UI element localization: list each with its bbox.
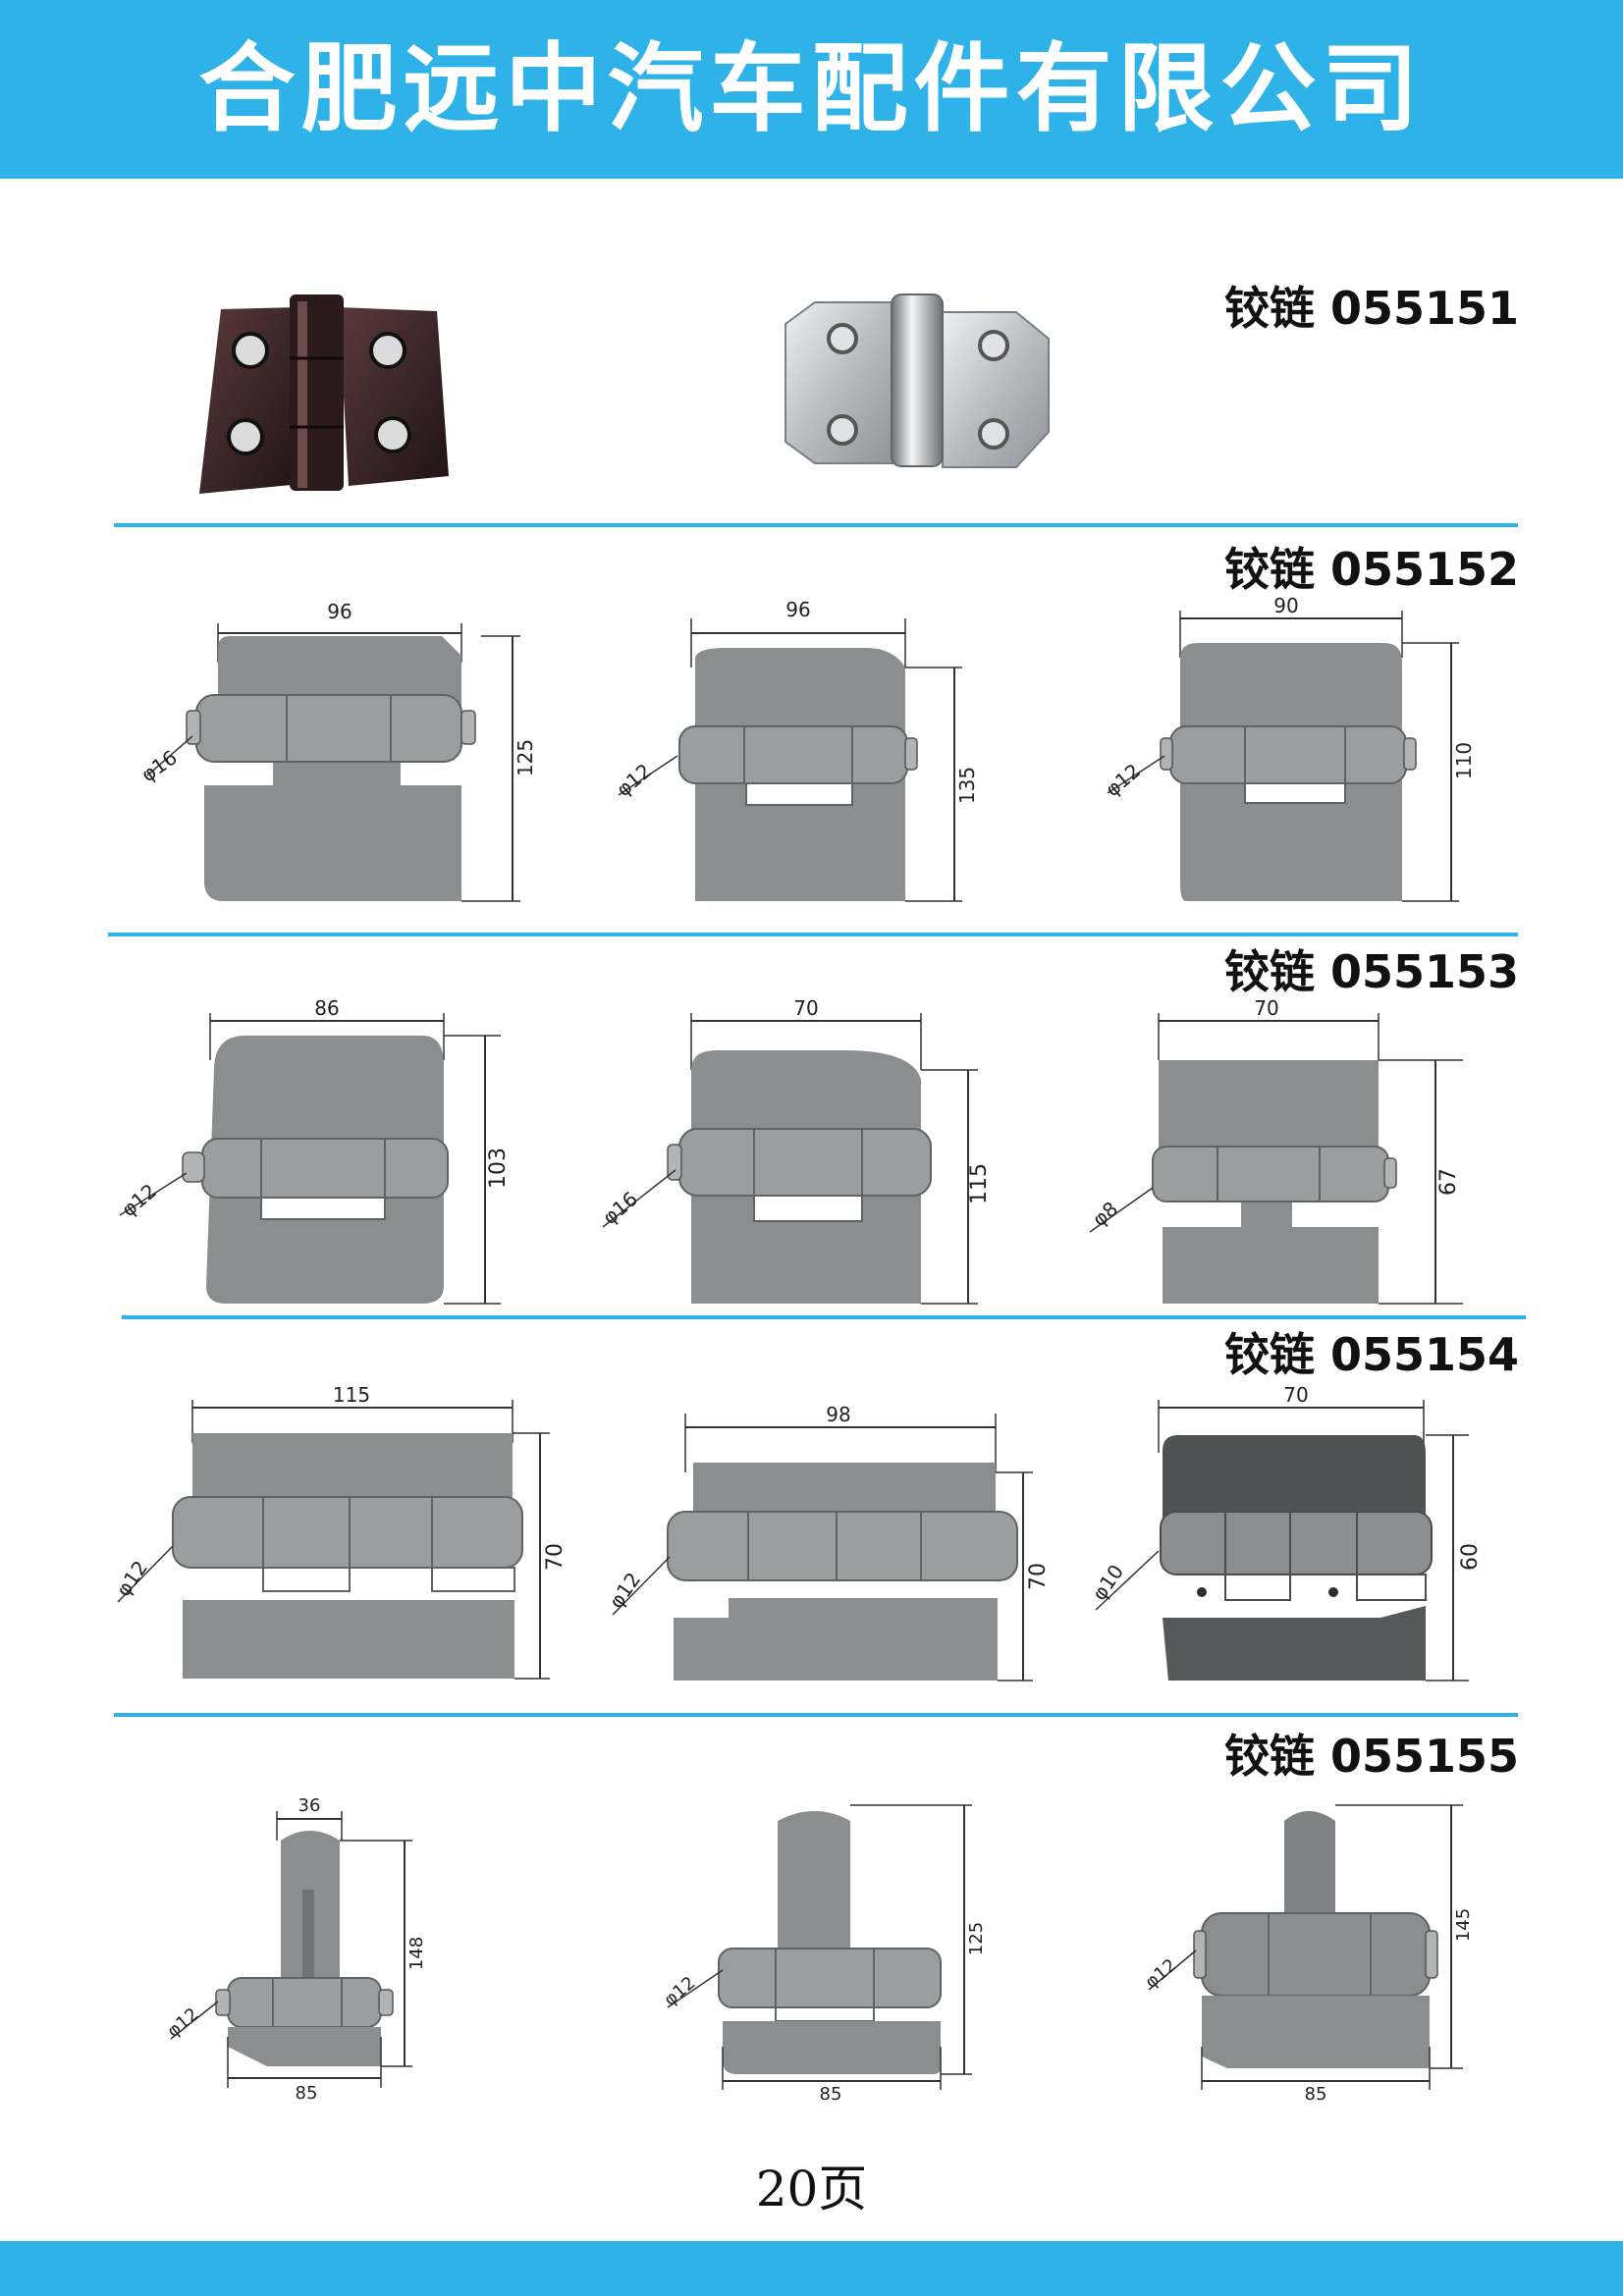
height-dimension: 110: [1452, 742, 1476, 779]
hinge-drawing-055155-3: 85 145 φ12: [1141, 1804, 1474, 2105]
height-dimension: 148: [406, 1937, 427, 1970]
hinge-drawing-055155-2: 85 125 φ12: [660, 1804, 987, 2105]
height-dimension: 145: [1453, 1908, 1474, 1942]
section-divider: [122, 1315, 1526, 1319]
height-dimension: 135: [955, 767, 979, 804]
page-header-band: 合肥远中汽车配件有限公司: [0, 0, 1623, 179]
hinge-drawing-055154-2: 98 70 φ12: [604, 1403, 1051, 1682]
dark-plastic-hinge-photo: [199, 294, 449, 494]
height-dimension: 125: [966, 1922, 987, 1955]
width-dimension: 70: [793, 996, 818, 1020]
pin-diameter-dimension: φ10: [1087, 1560, 1128, 1604]
hinge-drawing-055153-1: 86 103 φ12: [117, 996, 511, 1305]
stainless-steel-hinge-photo: [784, 294, 1050, 468]
height-dimension: 115: [967, 1163, 992, 1204]
model-label-055152: 铰链 055152: [1223, 543, 1519, 596]
pin-diameter-dimension: φ12: [163, 2004, 202, 2042]
height-dimension: 125: [514, 739, 537, 776]
pin-diameter-dimension: φ12: [1141, 1955, 1180, 1993]
pin-diameter-dimension: φ12: [612, 759, 656, 801]
width-dimension: 115: [333, 1383, 370, 1407]
page-footer-band: [0, 2241, 1623, 2296]
pin-diameter-dimension: φ8: [1088, 1197, 1122, 1231]
pin-diameter-dimension: φ12: [604, 1568, 645, 1612]
width-dimension: 96: [785, 598, 810, 621]
height-dimension: 70: [543, 1543, 568, 1571]
height-dimension: 70: [1026, 1563, 1051, 1590]
hinge-drawing-055152-3: 90 110 φ12: [1101, 594, 1476, 902]
page-number: 20页: [755, 2161, 868, 2217]
section-divider: [114, 1713, 1518, 1717]
height-dimension: 60: [1458, 1543, 1483, 1571]
pin-diameter-dimension: φ12: [660, 1973, 699, 2010]
width-dimension: 98: [826, 1403, 850, 1426]
model-label-055154: 铰链 055154: [1223, 1328, 1519, 1381]
section-divider: [108, 933, 1518, 936]
model-label-055153: 铰链 055153: [1223, 945, 1519, 998]
width-dimension: 90: [1273, 594, 1298, 617]
width-dimension: 86: [314, 996, 339, 1020]
company-title: 合肥远中汽车配件有限公司: [198, 32, 1425, 145]
height-dimension: 103: [486, 1148, 511, 1189]
width-dimension: 85: [1305, 2084, 1327, 2105]
pin-diameter-dimension: φ12: [1101, 759, 1145, 801]
hinge-drawing-055154-3: 70 60 φ10: [1087, 1383, 1483, 1682]
hinge-drawing-055153-3: 70 67 φ8: [1088, 996, 1463, 1305]
hinge-drawing-055152-2: 96 135 φ12: [612, 598, 979, 902]
pin-diameter-dimension: φ12: [111, 1556, 152, 1600]
width-dimension: 85: [820, 2084, 842, 2105]
hinge-drawing-055154-1: 115 70 φ12: [111, 1383, 568, 1680]
model-label-055155: 铰链 055155: [1223, 1730, 1519, 1783]
height-dimension: 67: [1436, 1168, 1461, 1196]
hinge-drawing-055155-1: 36 85 148 φ12: [163, 1795, 427, 2104]
hinge-drawing-055152-1: 96 125 φ16: [136, 600, 537, 902]
width-dimension: 70: [1283, 1383, 1308, 1407]
hinge-drawing-055153-2: 70 115 φ16: [598, 996, 992, 1305]
width-dimension: 85: [296, 2083, 318, 2104]
pin-diameter-dimension: φ16: [598, 1187, 642, 1229]
section-divider: [114, 523, 1518, 527]
top-width-dimension: 36: [298, 1795, 321, 1816]
pin-diameter-dimension: φ12: [117, 1179, 161, 1221]
model-label-055151: 铰链 055151: [1223, 282, 1519, 335]
width-dimension: 70: [1254, 996, 1278, 1020]
width-dimension: 96: [327, 600, 352, 623]
